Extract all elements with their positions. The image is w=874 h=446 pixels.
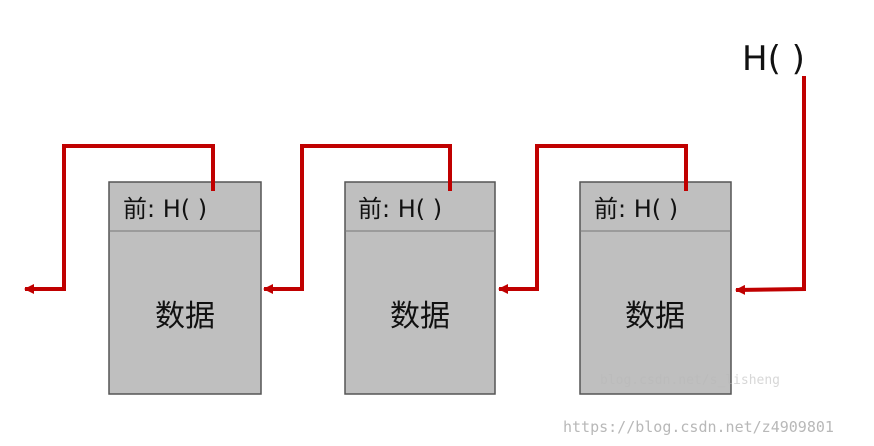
- head-pointer-label: H( ): [742, 39, 805, 79]
- block-2-body: [344, 181, 496, 395]
- watermark-faint: blog.csdn.net/s_lisheng: [600, 373, 780, 388]
- block-1-body: [108, 181, 262, 395]
- block-1: 前: H( ) 数据: [108, 181, 262, 395]
- block-3: 前: H( ) 数据: [579, 181, 732, 395]
- block-3-body-label: 数据: [625, 299, 685, 334]
- block-3-header-label: 前: H( ): [594, 195, 678, 223]
- watermark-main: https://blog.csdn.net/z4909801: [563, 418, 834, 436]
- block-2-body-label: 数据: [390, 299, 450, 334]
- block-1-body-label: 数据: [155, 299, 215, 334]
- block-3-body: [579, 181, 732, 395]
- head-to-block-3-arrow: [735, 76, 806, 295]
- block-1-header-label: 前: H( ): [123, 195, 207, 223]
- block-2-to-block-1-arrow: [263, 144, 452, 294]
- block-2: 前: H( ) 数据: [344, 181, 496, 395]
- block-2-header-label: 前: H( ): [358, 195, 442, 223]
- block-3-to-block-2-arrow: [498, 144, 688, 294]
- block-1-to-previous-arrow: [24, 144, 215, 294]
